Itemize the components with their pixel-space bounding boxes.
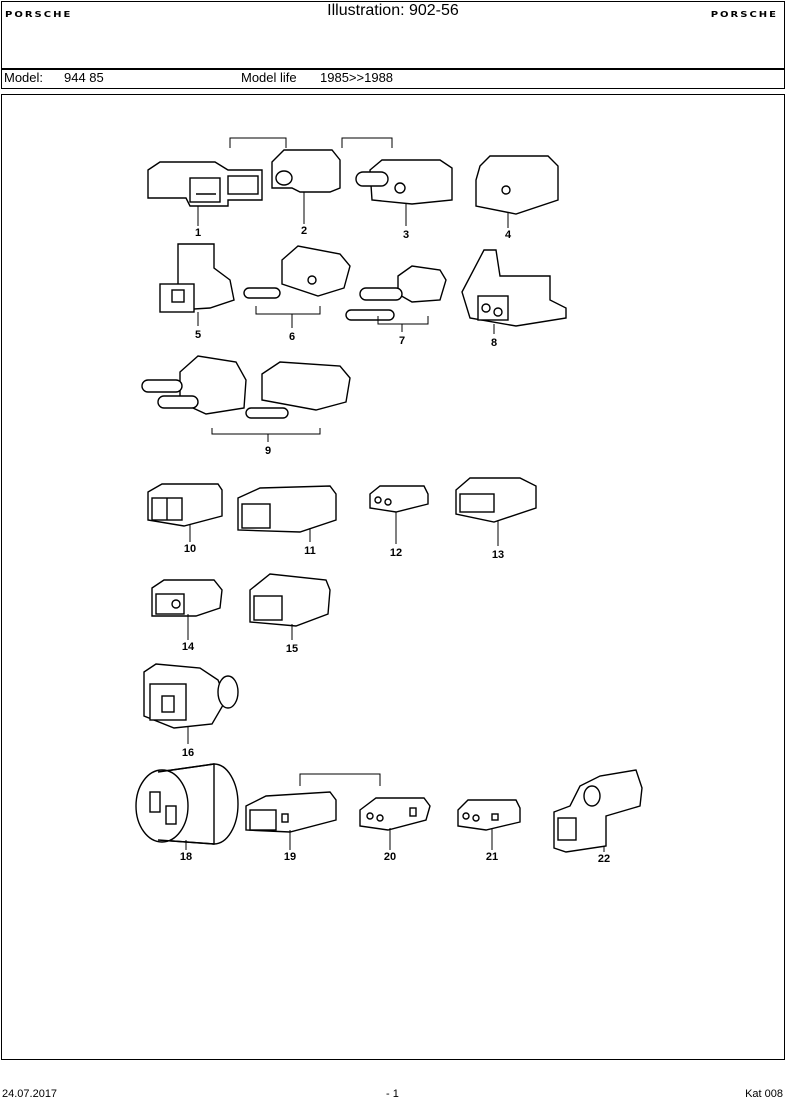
part-2-housing — [271, 149, 341, 193]
part-number-2: 2 — [301, 225, 307, 237]
part-16-connector — [143, 663, 239, 729]
part-number-13: 13 — [492, 549, 504, 561]
part-number-22: 22 — [598, 853, 610, 865]
illustration-title: Illustration: 902-56 — [327, 2, 459, 19]
footer-page-number: - 1 — [386, 1088, 399, 1100]
part-18-connector — [135, 763, 239, 845]
part-number-21: 21 — [486, 851, 498, 863]
part-number-16: 16 — [182, 747, 194, 759]
bracket-6 — [255, 306, 321, 315]
part-number-14: 14 — [182, 641, 195, 653]
porsche-logo-right: PORSCHE — [710, 11, 778, 20]
bracket-2-3 — [341, 137, 393, 148]
part-number-5: 5 — [195, 329, 201, 341]
part-number-6: 6 — [289, 331, 295, 343]
part-9-connector — [141, 355, 351, 419]
part-3-connector — [355, 159, 453, 205]
part-13-housing — [455, 477, 537, 523]
part-number-12: 12 — [390, 547, 402, 559]
illustration-frame — [1, 94, 785, 1060]
part-number-8: 8 — [491, 337, 497, 349]
part-number-3: 3 — [403, 229, 409, 241]
part-7-connector — [345, 265, 447, 321]
part-1-connector — [147, 161, 263, 207]
footer-date: 24.07.2017 — [2, 1088, 58, 1100]
part-22-connector — [553, 769, 643, 853]
part-number-20: 20 — [384, 851, 396, 863]
bracket-19-20 — [299, 773, 381, 786]
part-number-18: 18 — [180, 851, 192, 863]
footer-catalog: Kat 008 — [745, 1088, 783, 1100]
part-19-connector — [245, 791, 337, 833]
porsche-logo-left: PORSCHE — [5, 11, 73, 20]
leader-lines — [185, 192, 605, 852]
part-4-housing — [475, 155, 559, 215]
part-21-housing — [457, 799, 521, 831]
part-11-housing — [237, 485, 337, 533]
part-number-7: 7 — [399, 335, 405, 347]
model-life-value: 1985>>1988 — [320, 70, 394, 85]
part-14-connector — [151, 579, 223, 617]
bracket-1-2 — [229, 137, 287, 148]
part-number-4: 4 — [505, 229, 512, 241]
part-15-connector — [249, 573, 331, 627]
part-number-9: 9 — [265, 445, 271, 457]
model-life-label: Model life — [241, 70, 297, 85]
part-number-1: 1 — [195, 227, 201, 239]
part-number-19: 19 — [284, 851, 296, 863]
part-5-connector — [159, 243, 235, 313]
part-number-10: 10 — [184, 543, 196, 555]
bracket-9 — [211, 428, 321, 435]
model-bar: Model: 944 85 Model life 1985>>1988 — [1, 68, 785, 89]
model-label: Model: — [4, 70, 44, 85]
part-8-connector — [461, 249, 567, 327]
part-number-15: 15 — [286, 643, 298, 655]
model-value: 944 85 — [64, 70, 104, 85]
bracket-7 — [377, 316, 429, 325]
part-10-housing — [147, 483, 223, 527]
part-12-housing — [369, 485, 429, 513]
part-number-11: 11 — [304, 545, 316, 557]
part-20-housing — [359, 797, 431, 831]
part-6-connector — [243, 245, 351, 299]
